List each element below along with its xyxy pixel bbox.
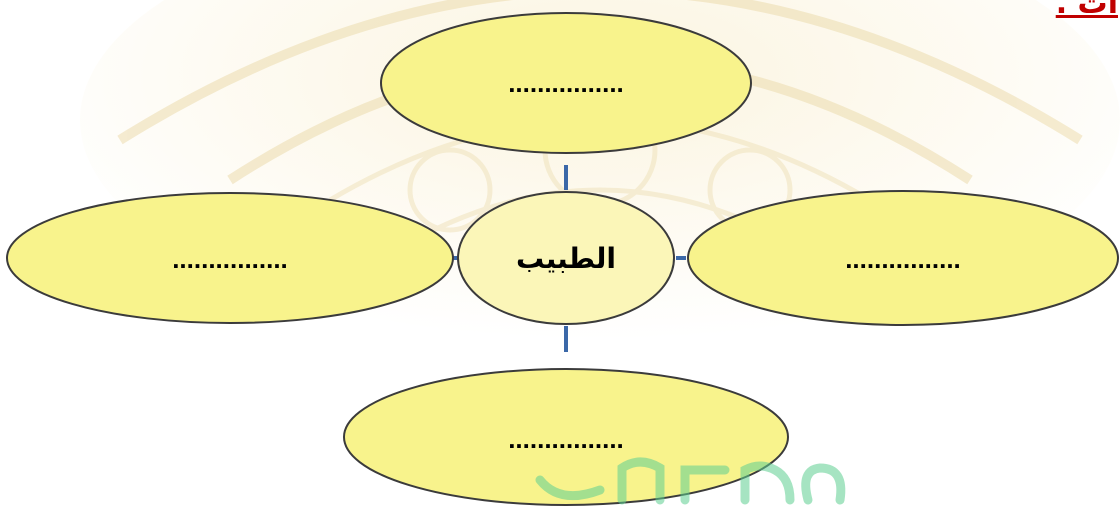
- worksheet-heading-fragment: ات .: [1055, 0, 1118, 21]
- branch-top-label: ................: [508, 68, 624, 98]
- branch-node-right: ................: [687, 190, 1119, 326]
- branch-node-bottom: ................: [343, 368, 789, 506]
- center-node-label: الطبيب: [516, 243, 616, 274]
- branch-node-top: ................: [380, 12, 752, 154]
- branch-left-label: ................: [172, 244, 288, 274]
- branch-bottom-label: ................: [508, 424, 624, 454]
- branch-right-label: ................: [845, 244, 961, 274]
- center-node: الطبيب: [457, 191, 675, 325]
- branch-node-left: ................: [6, 192, 454, 324]
